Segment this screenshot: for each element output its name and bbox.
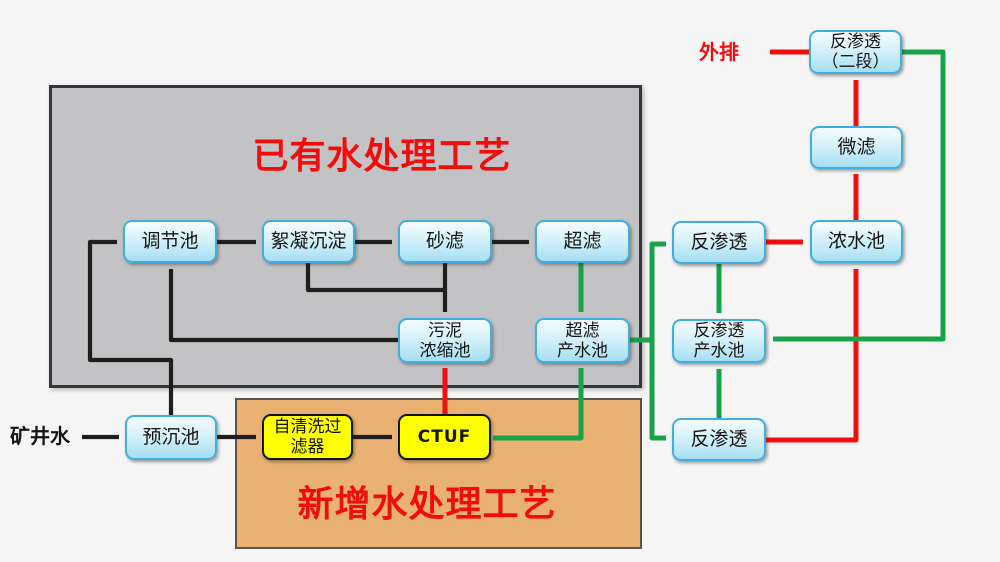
edge-trunk-to-ro1 [649, 241, 666, 340]
node-concentrate-tank: 浓水池 [810, 220, 903, 263]
existing-process-title: 已有水处理工艺 [252, 136, 512, 177]
node-regulating-tank: 调节池 [123, 220, 217, 263]
node-ultrafiltration: 超滤 [535, 220, 630, 263]
node-reverse-osmosis-2: 反渗透 [672, 418, 766, 461]
node-ro-product-tank: 反渗透 产水池 [672, 319, 766, 363]
edge-ro-stage2-to-ro-tank [773, 49, 946, 342]
new-process-title: 新增水处理工艺 [297, 484, 557, 525]
node-microfiltration: 微滤 [810, 126, 903, 169]
node-reverse-osmosis-1: 反渗透 [672, 221, 766, 264]
edge-ro2-to-concentrate [766, 269, 859, 443]
discharge-label: 外排 [699, 40, 739, 64]
node-sand-filter: 砂滤 [398, 220, 492, 263]
node-reverse-osmosis-stage2: 反渗透 （二段） [809, 30, 902, 74]
node-uf-product-tank: 超滤 产水池 [535, 318, 630, 363]
mine-water-source-label: 矿井水 [10, 424, 70, 448]
node-pre-sedimentation-tank: 预沉池 [125, 415, 217, 460]
edge-trunk-to-ro2 [649, 340, 666, 441]
node-ctuf: CTUF [398, 414, 491, 460]
node-flocculation-sedimentation: 絮凝沉淀 [262, 220, 355, 263]
node-sludge-thickener: 污泥 浓缩池 [398, 318, 492, 363]
node-self-cleaning-filter: 自清洗过 滤器 [262, 414, 353, 460]
